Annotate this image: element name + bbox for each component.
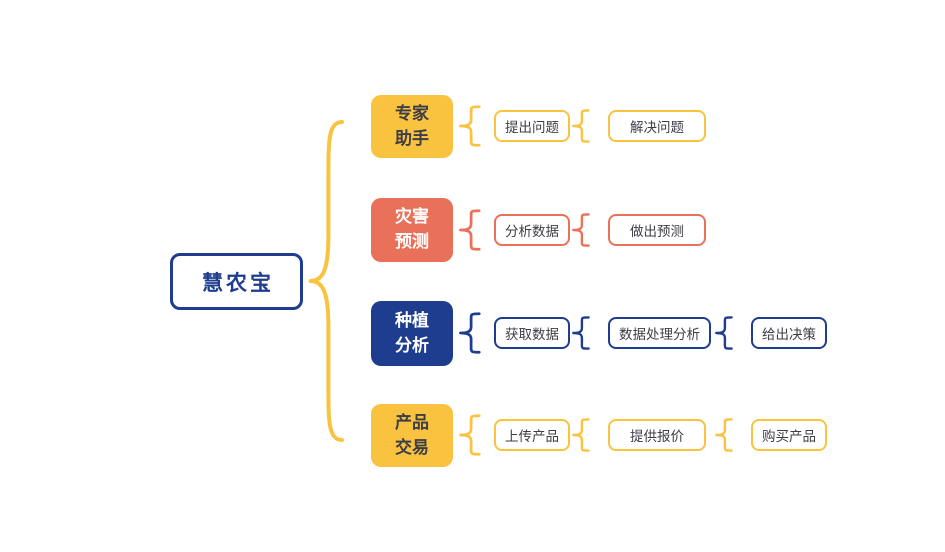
brace-connector [459,208,481,252]
node-make-prediction[interactable]: 做出预测 [608,214,706,246]
brace-connector [459,311,481,355]
node-analyze-data[interactable]: 分析数据 [494,214,570,246]
brace-connector [572,417,590,453]
brace-connector [459,104,481,148]
node-provide-quote[interactable]: 提供报价 [608,419,706,451]
node-purchase-product[interactable]: 购买产品 [751,419,827,451]
brace-connector [572,108,590,144]
brace-connector [715,417,733,453]
brace-connector [715,315,733,351]
root-node[interactable]: 慧农宝 [170,253,303,310]
node-solve-problem[interactable]: 解决问题 [608,110,706,142]
node-upload-product[interactable]: 上传产品 [494,419,570,451]
node-data-processing-analysis[interactable]: 数据处理分析 [608,317,711,349]
branch-planting-analysis[interactable]: 种植 分析 [371,301,453,366]
brace-connector [459,413,481,457]
brace-connector-root [308,118,345,444]
brace-connector [572,212,590,248]
node-give-decision[interactable]: 给出决策 [751,317,827,349]
node-raise-question[interactable]: 提出问题 [494,110,570,142]
node-get-data[interactable]: 获取数据 [494,317,570,349]
brace-connector [572,315,590,351]
branch-product-trading[interactable]: 产品 交易 [371,404,453,467]
branch-expert-assistant[interactable]: 专家 助手 [371,95,453,158]
branch-disaster-prediction[interactable]: 灾害 预测 [371,198,453,262]
